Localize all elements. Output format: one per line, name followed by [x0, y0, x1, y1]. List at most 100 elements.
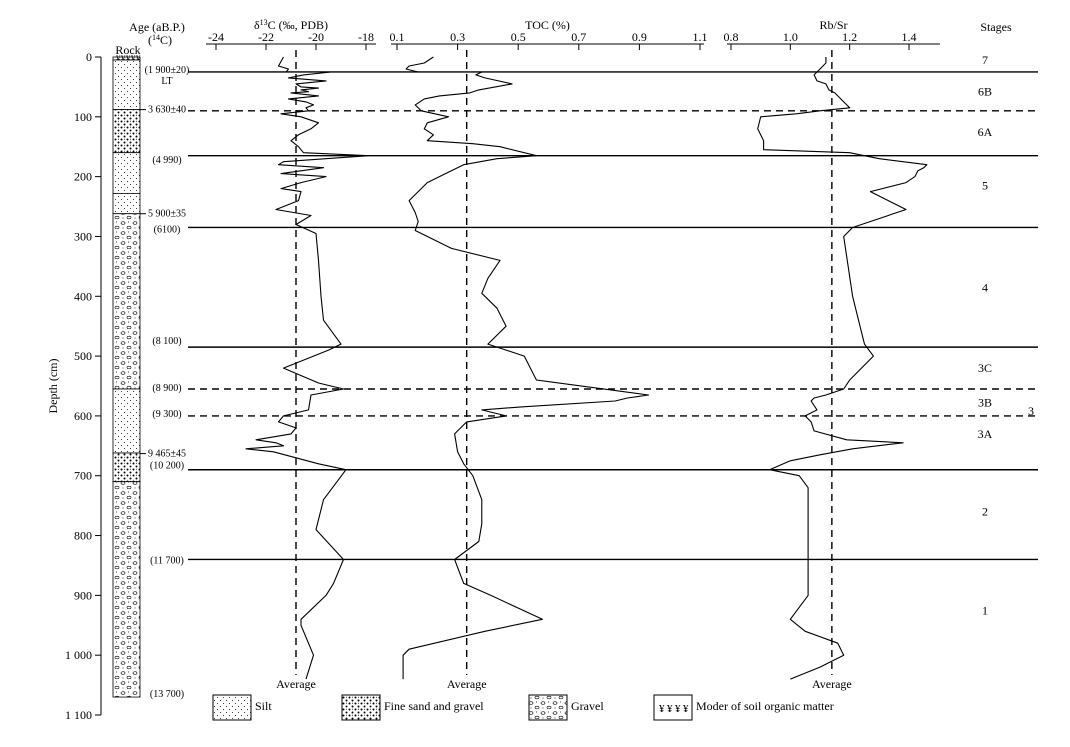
organic-symbol: ¥ [126, 54, 131, 64]
depth-tick-label: 600 [74, 409, 92, 423]
stage-labels: 7 6B 6A 5 4 3C 3B 3A 2 1 3 [978, 53, 1034, 617]
stage-label: 1 [982, 603, 988, 617]
rock-column: ¥¥¥¥¥ [112, 54, 141, 698]
age-label: LT [161, 76, 172, 87]
legend-swatch-fine-sand-gravel [341, 694, 381, 721]
age-labels: (1 900±20)LT 3 630±40 (4 990) 5 900±35 (6100… [140, 65, 189, 700]
stage-label: 3A [978, 427, 993, 441]
organic-symbol: ¥ [136, 54, 141, 64]
panel-2: 0.1 0.3 0.5 0.7 0.9 1.1 TOC (%) Average [390, 18, 708, 691]
stage-bracket-label: 3 [1028, 404, 1034, 418]
panel-tick-label: 0.9 [632, 30, 647, 44]
stage-label: 3B [978, 396, 992, 410]
panel-tick-label: -24 [208, 30, 224, 44]
stage-label: 4 [982, 280, 988, 294]
stage-label: 2 [982, 505, 988, 519]
organic-symbol: ¥ [659, 703, 665, 715]
lithology-fine-sand-gravel [112, 452, 141, 483]
stage-boundaries [188, 71, 1038, 561]
stages-header: Stages [980, 20, 1012, 34]
panel-tick-label: 0.7 [571, 30, 586, 44]
legend-swatch-silt [212, 694, 252, 721]
panel-tick-label: -20 [308, 30, 324, 44]
age-header: Age (aB.P.) [129, 20, 185, 34]
stage-label: 6B [978, 85, 992, 99]
lithology-silt [112, 152, 141, 194]
depth-tick-label: 500 [74, 349, 92, 363]
lithology-gravel [112, 481, 141, 698]
organic-symbol: ¥ [667, 703, 673, 715]
organic-symbol: ¥ [121, 54, 126, 64]
average-label: Average [276, 677, 316, 691]
age-label: (6100) [154, 224, 181, 235]
depth-tick-label: 300 [74, 229, 92, 243]
rock-header: Rock [115, 43, 140, 57]
organic-symbol: ¥ [683, 703, 689, 715]
panel-tick-label: 0.5 [511, 30, 526, 44]
panel-tick-label: 0.1 [390, 30, 405, 44]
age-label: (9 300) [152, 409, 181, 420]
age-label: 9 465±45 [148, 449, 186, 460]
age-label: (13 700) [150, 689, 184, 700]
average-label: Average [447, 677, 487, 691]
panel-tick-label: 1.0 [783, 30, 798, 44]
organic-symbol: ¥ [675, 703, 681, 715]
age-label: (11 700) [150, 556, 184, 567]
panel-title: TOC (%) [525, 18, 570, 32]
panel-tick-label: 0.8 [724, 30, 739, 44]
legend-label: Moder of soil organic matter [696, 699, 834, 713]
panel-tick-label: 1.4 [902, 30, 917, 44]
legend-label: Fine sand and gravel [384, 699, 484, 713]
age-label: (10 200) [150, 461, 184, 472]
lithology-silt [112, 59, 141, 111]
depth-axis: 0 100 200 300 400 500 600 700 800 900 1 000 1 100 De… [46, 50, 102, 722]
depth-tick-label: 1 100 [65, 708, 92, 722]
depth-axis-label: Depth (cm) [46, 359, 60, 414]
lithology-silt [112, 192, 141, 215]
age-label: (8 900) [152, 383, 181, 394]
depth-tick-label: 700 [74, 469, 92, 483]
panel-tick-label: 0.3 [450, 30, 465, 44]
stage-label: 6A [978, 125, 993, 139]
depth-tick-label: 900 [74, 588, 92, 602]
age-label: 5 900±35 [148, 209, 186, 220]
age-label: (8 100) [152, 336, 181, 347]
panel-tick-label: 1.1 [693, 30, 708, 44]
panel-1: -24 -22 -20 -18 δ13C (‰, PDB) Average [206, 18, 376, 691]
stage-label: 7 [982, 53, 988, 67]
age-label: (4 990) [152, 155, 181, 166]
stage-label: 5 [982, 179, 988, 193]
lithology-fine-sand-gravel [112, 109, 141, 154]
depth-tick-label: 200 [74, 170, 92, 184]
organic-symbol: ¥ [131, 54, 136, 64]
panel-tick-label: -18 [358, 30, 374, 44]
legend-label: Silt [255, 699, 272, 713]
age-label: 3 630±40 [148, 105, 186, 116]
series-line [757, 57, 928, 680]
panel-title: δ13C (‰, PDB) [254, 18, 328, 33]
stage-label: 3C [978, 361, 992, 375]
depth-tick-label: 0 [86, 50, 92, 64]
panel-tick-label: -22 [258, 30, 274, 44]
lithology-gravel [112, 213, 141, 390]
depth-tick-label: 400 [74, 289, 92, 303]
series-line [402, 56, 650, 680]
depth-tick-label: 1 000 [65, 648, 92, 662]
age-subheader: (14C) [148, 33, 172, 48]
organic-symbol: ¥ [116, 54, 121, 64]
legend-swatch-gravel [528, 694, 568, 721]
column-headers: Age (aB.P.)(14C) Rock Stages [115, 20, 1012, 57]
average-label: Average [812, 677, 852, 691]
panel-title: Rb/Sr [819, 18, 847, 32]
depth-tick-label: 800 [74, 529, 92, 543]
age-label: (1 900±20) [145, 65, 190, 76]
legend-swatch-organic [653, 694, 693, 721]
series-line [245, 56, 370, 680]
depth-tick-label: 100 [74, 110, 92, 124]
legend-label: Gravel [571, 699, 604, 713]
lithology-silt [112, 388, 141, 454]
